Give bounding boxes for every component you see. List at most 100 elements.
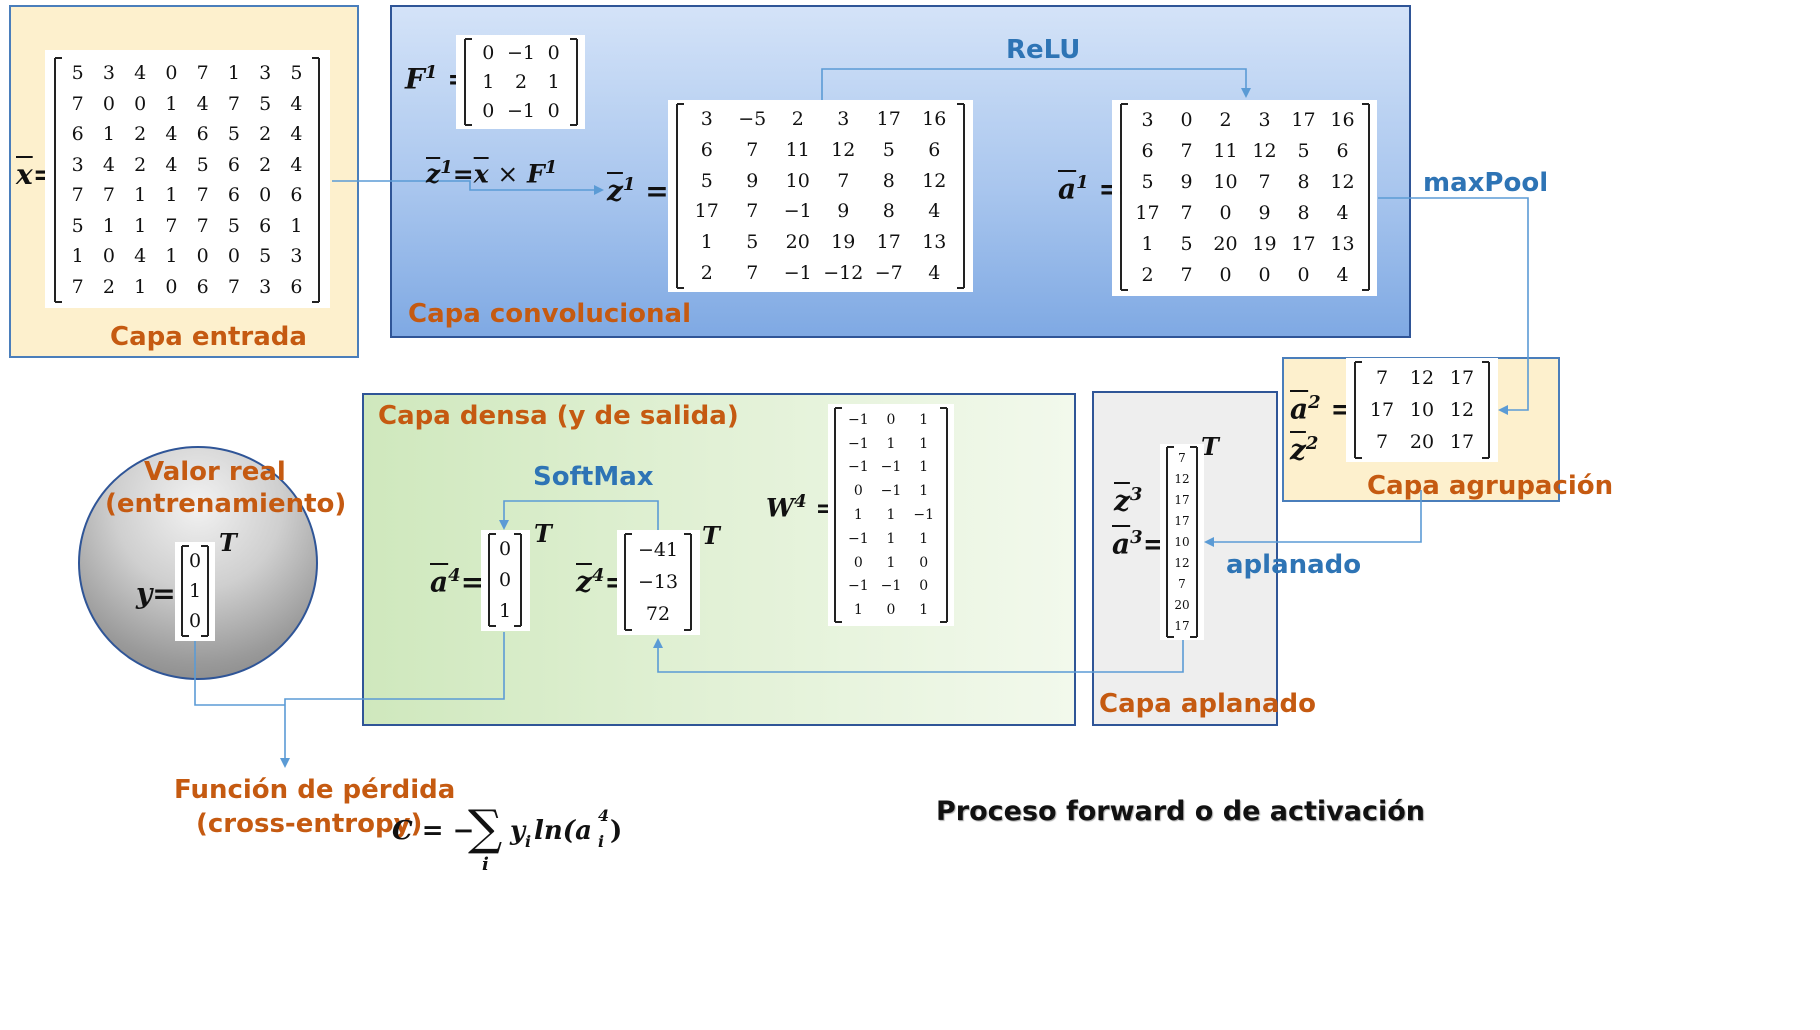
matrix-z1-cell: 12: [922, 169, 947, 192]
matrix-w4-cell: 1: [919, 530, 929, 547]
matrix-y-cell: 0: [189, 550, 202, 572]
matrix-w4-cell: 0: [919, 554, 929, 571]
matrix-y-cell: 1: [189, 580, 202, 602]
matrix-x-cell: 4: [196, 92, 209, 115]
arrow-flatten: [1204, 490, 1422, 547]
matrix-w4-cell: 1: [853, 506, 863, 523]
matrix-z1-cell: 17: [876, 108, 901, 131]
matrix-w4-cell: 1: [919, 435, 929, 452]
matrix-y-cell: 0: [189, 610, 202, 632]
matrix-w4-cell: −1: [848, 578, 869, 595]
matrix-x-cell: 5: [290, 62, 303, 85]
matrix-x-cell: 2: [259, 153, 272, 176]
matrix-a4-cell: 0: [498, 568, 512, 591]
matrix-x-cell: 6: [71, 123, 84, 146]
matrix-w4-cell: 1: [853, 602, 863, 619]
matrix-a3-cell: 12: [1174, 556, 1190, 571]
matrix-x-cell: 6: [196, 275, 209, 298]
matrix-f1-cell: 2: [514, 70, 528, 93]
matrix-x-cell: 0: [227, 245, 240, 268]
matrix-f1-cell: 1: [547, 70, 560, 93]
matrix-x-cell: 3: [102, 62, 115, 85]
matrix-z1-cell: 8: [882, 200, 895, 223]
matrix-a1-cell: 7: [1180, 201, 1193, 224]
matrix-x-cell: 4: [134, 62, 147, 85]
matrix-z1-cell: 2: [700, 261, 713, 284]
y-symbol: y=: [136, 577, 176, 610]
matrix-x-cell: 6: [290, 184, 303, 207]
matrix-a1-cell: 0: [1258, 263, 1271, 286]
matrix-f1-cell: 0: [547, 42, 560, 65]
loss-formula: C = − ∑ i y i ln(a 4 i ): [392, 800, 623, 875]
matrix-f1-cell: 0: [482, 42, 495, 65]
flatten-label: aplanado: [1226, 550, 1362, 580]
matrix-f1-cell: 1: [482, 70, 495, 93]
matrix-a1-cell: 6: [1336, 139, 1349, 162]
matrix-z1-cell: 1: [700, 230, 713, 253]
matrix-a1-cell: 17: [1291, 108, 1316, 131]
matrix-x-cell: 7: [196, 62, 209, 85]
matrix-a1-cell: 5: [1180, 232, 1193, 255]
matrix-w4-cell: 1: [919, 483, 929, 500]
a4-symbol: a4=: [430, 565, 485, 599]
matrix-a1-cell: 20: [1213, 232, 1238, 255]
matrix-z1-cell: 4: [928, 261, 941, 284]
matrix-w4-cell: 1: [919, 459, 929, 476]
matrix-z4-cell: −41: [637, 539, 679, 561]
matrix-x-cell: 7: [165, 214, 178, 237]
matrix-a3-cell: 10: [1174, 534, 1190, 549]
matrix-z1-cell: 20: [785, 230, 810, 253]
diagram-title: Proceso forward o de activación: [936, 796, 1426, 827]
matrix-x-cell: 3: [259, 62, 272, 85]
matrix-x-cell: 5: [71, 214, 84, 237]
matrix-w4-cell: −1: [848, 459, 869, 476]
matrix-a1-cell: 0: [1219, 263, 1232, 286]
matrix-a2-cell: 12: [1449, 399, 1475, 421]
matrix-a4-cell: 1: [498, 599, 512, 622]
matrix-a1-cell: 19: [1252, 232, 1277, 255]
a3-transpose-mark: T: [1201, 432, 1219, 461]
matrix-a1-cell: 9: [1180, 170, 1193, 193]
z4-transpose-mark: T: [702, 521, 720, 550]
matrix-a3-cell: 17: [1174, 619, 1190, 634]
matrix-x-cell: 7: [71, 275, 84, 298]
w4-symbol: W4 =: [766, 491, 837, 523]
matrix-w4-cell: 0: [853, 483, 863, 500]
matrix-x-cell: 1: [134, 275, 147, 298]
matrix-f1-cell: 0: [482, 99, 495, 122]
matrix-a1-cell: 3: [1258, 108, 1271, 131]
z1-symbol: z1 =: [607, 174, 669, 208]
line-y-to-loss: [194, 640, 285, 706]
matrix-w4-cell: 1: [886, 435, 896, 452]
matrix-w4-cell: 1: [886, 506, 896, 523]
matrix-z1-cell: 2: [791, 108, 804, 131]
matrix-a1-cell: 12: [1252, 139, 1277, 162]
matrix-w4-cell: −1: [848, 530, 869, 547]
matrix-a3-cell: 7: [1178, 577, 1186, 592]
matrix-x-cell: 7: [227, 92, 240, 115]
matrix-a1-cell: 7: [1258, 170, 1271, 193]
a3-symbol: a3=: [1112, 527, 1167, 561]
matrix-z1-cell: 19: [831, 230, 856, 253]
matrix-a2-cell: 7: [1375, 367, 1389, 389]
matrix-a2-cell: 7: [1375, 431, 1389, 453]
matrix-a1-cell: 17: [1135, 201, 1160, 224]
matrix-w4-cell: −1: [880, 459, 902, 476]
matrix-a1-cell: 17: [1291, 232, 1316, 255]
matrix-w4-cell: −1: [848, 435, 869, 452]
matrix-z1-cell: 5: [700, 169, 713, 192]
matrix-a1-cell: 7: [1180, 263, 1193, 286]
matrix-a1-cell: 3: [1141, 108, 1154, 131]
matrix-x-cell: 5: [259, 92, 272, 115]
matrix-x-cell: 0: [134, 92, 147, 115]
matrix-x-cell: 5: [227, 123, 240, 146]
